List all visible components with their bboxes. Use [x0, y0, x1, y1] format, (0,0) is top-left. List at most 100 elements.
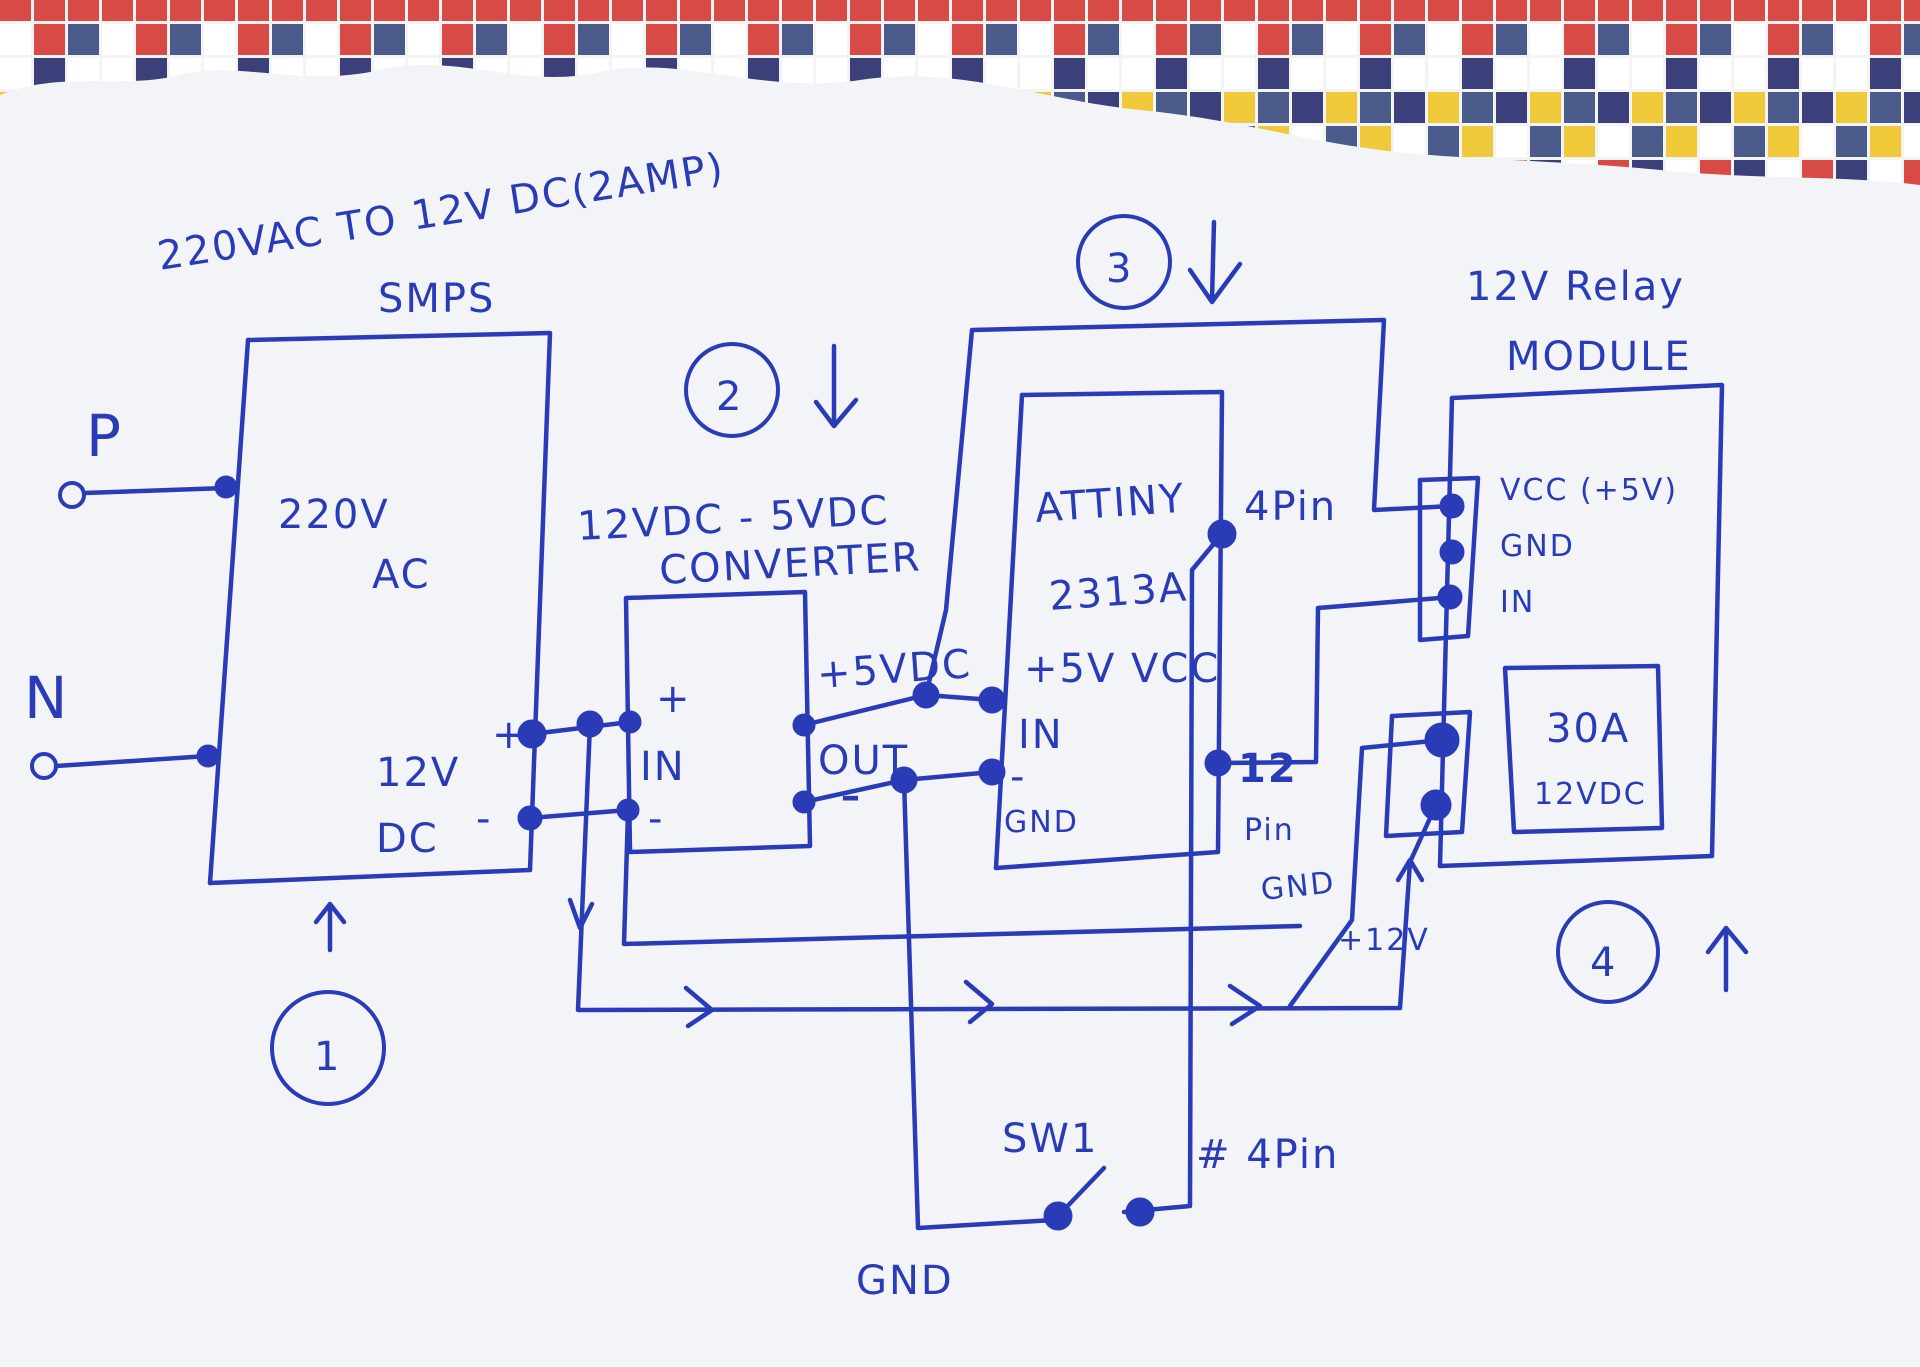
- converter-in-label: IN: [640, 744, 686, 790]
- mosaic-tile: [1666, 24, 1697, 55]
- mosaic-tile: [1836, 0, 1867, 21]
- mosaic-tile: [170, 24, 201, 55]
- mains-inputs: [30, 475, 238, 780]
- mark-circle-1: [270, 990, 386, 1106]
- mosaic-tile: [1428, 126, 1459, 157]
- mosaic-tile: [748, 24, 779, 55]
- mosaic-tile: [1190, 58, 1221, 89]
- mosaic-tile: [612, 0, 643, 21]
- mosaic-tile: [442, 24, 473, 55]
- relay-in-label: IN: [1500, 585, 1535, 620]
- mosaic-tile: [1394, 126, 1425, 157]
- mosaic-tile: [1462, 58, 1493, 89]
- mosaic-tile: [1292, 92, 1323, 123]
- relay-component: [1502, 663, 1665, 835]
- mosaic-tile: [1598, 0, 1629, 21]
- mosaic-tile: [1632, 92, 1663, 123]
- mosaic-tile: [272, 0, 303, 21]
- mosaic-tile: [1190, 24, 1221, 55]
- mosaic-tile: [1598, 92, 1629, 123]
- mosaic-tile: [1360, 92, 1391, 123]
- switch-pin-label: # 4Pin: [1196, 1132, 1339, 1178]
- relay-rating-line1: 30A: [1546, 706, 1630, 752]
- mosaic-tile: [102, 0, 133, 21]
- mark-2-label: 2: [716, 374, 743, 420]
- mosaic-tile: [1020, 24, 1051, 55]
- smps-input-line2: AC: [372, 552, 431, 598]
- mosaic-tile: [1292, 0, 1323, 21]
- mosaic-tile: [34, 0, 65, 21]
- down-arrow-icon: [1187, 219, 1243, 305]
- mosaic-tile: [1904, 24, 1920, 55]
- mosaic-tile: [1156, 0, 1187, 21]
- smps-block: [207, 330, 553, 886]
- mosaic-tile: [1904, 0, 1920, 21]
- mosaic-tile: [1496, 126, 1527, 157]
- mosaic-tile: [1836, 58, 1867, 89]
- up-arrow-icon: [1705, 925, 1749, 993]
- mosaic-tile: [1088, 0, 1119, 21]
- mosaic-tile: [1632, 58, 1663, 89]
- mosaic-tile: [1530, 58, 1561, 89]
- mosaic-tile: [1088, 58, 1119, 89]
- flow-arrows: [567, 857, 1425, 1029]
- mosaic-tile: [1768, 0, 1799, 21]
- smps-minus-label: -: [476, 796, 492, 842]
- mosaic-tile: [1666, 58, 1697, 89]
- mosaic-tile: [1462, 126, 1493, 157]
- mosaic-tile: [1326, 0, 1357, 21]
- mosaic-tile: [816, 0, 847, 21]
- mosaic-tile: [1802, 24, 1833, 55]
- converter-out-minus-label: -: [840, 760, 863, 828]
- mosaic-tile: [1598, 126, 1629, 157]
- mosaic-tile: [1258, 92, 1289, 123]
- attiny-block: [993, 389, 1225, 871]
- mosaic-tile: [510, 0, 541, 21]
- mosaic-tile: [748, 0, 779, 21]
- mosaic-tile: [1122, 0, 1153, 21]
- mark-1-label: 1: [314, 1034, 341, 1080]
- mosaic-tile: [0, 58, 31, 89]
- attiny-pin4-label: 4Pin: [1244, 484, 1337, 530]
- mosaic-tile: [1428, 24, 1459, 55]
- mosaic-tile: [1224, 24, 1255, 55]
- rail-5v-label: +5VDC: [815, 641, 973, 698]
- mosaic-tile: [646, 0, 677, 21]
- arrow-right-icon: [1227, 983, 1263, 1027]
- relay-gnd-dot: [1439, 539, 1465, 565]
- mosaic-tile: [918, 24, 949, 55]
- mark-circle-2: [684, 342, 780, 438]
- mosaic-tile: [1768, 24, 1799, 55]
- down-arrow-icon: [813, 343, 859, 429]
- mosaic-tile: [782, 24, 813, 55]
- mosaic-tile: [68, 24, 99, 55]
- mosaic-tile: [1734, 126, 1765, 157]
- mosaic-tile: [680, 0, 711, 21]
- relay-rating-line2: 12VDC: [1534, 777, 1647, 812]
- mosaic-tile: [1734, 0, 1765, 21]
- mosaic-tile: [1870, 0, 1901, 21]
- mosaic-tile: [170, 0, 201, 21]
- mosaic-tile: [1224, 92, 1255, 123]
- mosaic-tile: [1564, 24, 1595, 55]
- mark-3-label: 3: [1106, 246, 1133, 292]
- mosaic-tile: [408, 0, 439, 21]
- mosaic-tile: [1700, 0, 1731, 21]
- mosaic-tile: [646, 24, 677, 55]
- mosaic-tile: [1802, 126, 1833, 157]
- mosaic-tile: [544, 24, 575, 55]
- attiny-in-label: IN: [1018, 712, 1064, 758]
- mosaic-tile: [1870, 126, 1901, 157]
- mosaic-tile: [476, 0, 507, 21]
- mosaic-tile: [1870, 24, 1901, 55]
- attiny-name-line1: ATTINY: [1033, 476, 1186, 532]
- mosaic-tile: [1258, 24, 1289, 55]
- mosaic-tile: [0, 24, 31, 55]
- arrow-right-icon: [963, 979, 995, 1025]
- mosaic-tile: [0, 0, 31, 21]
- mosaic-tile: [544, 0, 575, 21]
- smps-output-line2: DC: [376, 816, 439, 862]
- mosaic-tile: [238, 24, 269, 55]
- arrow-up-icon: [1395, 857, 1425, 883]
